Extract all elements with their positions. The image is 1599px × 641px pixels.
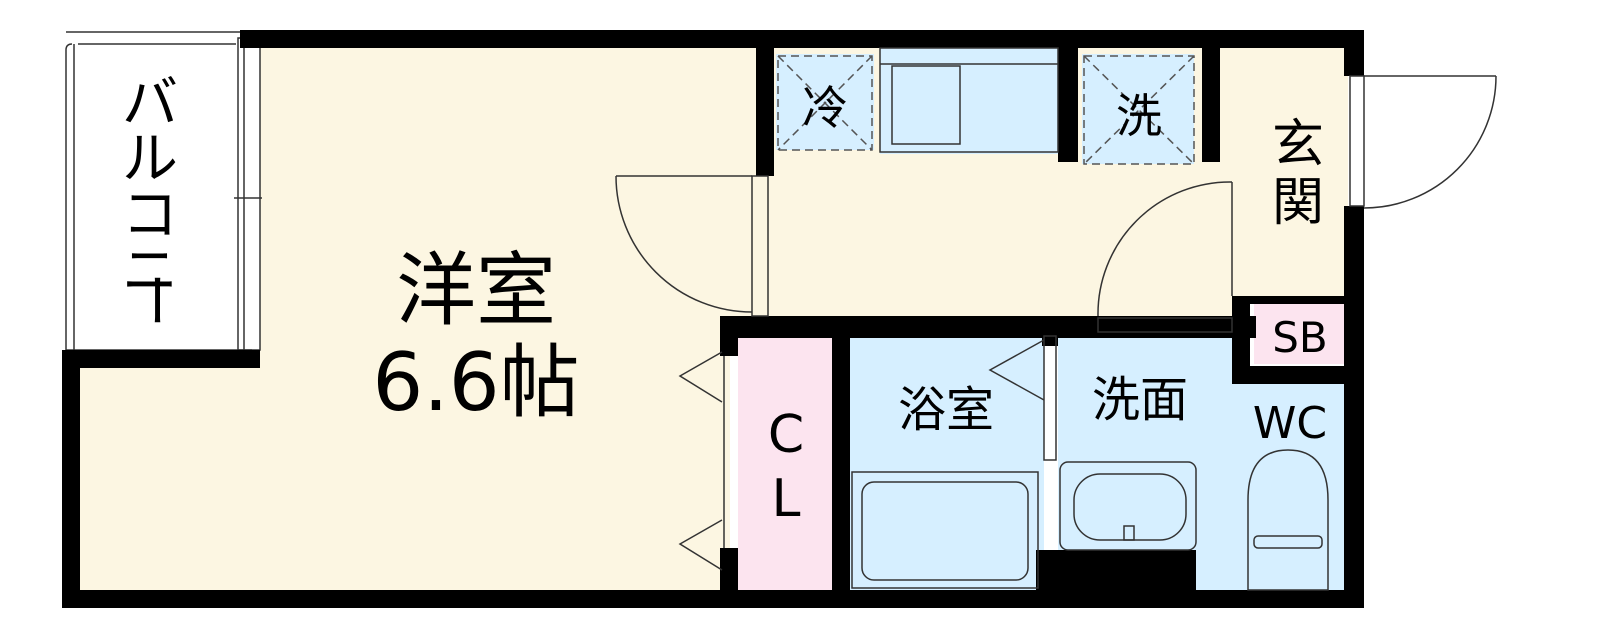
bathroom-label: 浴室 bbox=[898, 382, 994, 438]
entrance-floor bbox=[1248, 48, 1348, 298]
closet-glyph-2: L bbox=[772, 469, 801, 529]
western-room-size: 6.6帖 bbox=[372, 336, 579, 429]
entrance-glyph-2: 関 bbox=[1272, 173, 1324, 233]
toilet-bowl bbox=[1247, 449, 1329, 591]
washer-space-floor bbox=[1082, 54, 1194, 164]
shoe-box-label: SB bbox=[1272, 313, 1327, 362]
bathtub bbox=[851, 471, 1039, 589]
western-room-floor-lower bbox=[80, 355, 730, 592]
fridge-label: 冷 bbox=[802, 81, 848, 135]
balcony-glyph-3: コ bbox=[122, 183, 178, 248]
western-room-name: 洋室 bbox=[396, 244, 556, 337]
shoe-box-floor bbox=[1254, 302, 1346, 364]
western-room-label: 洋室 6.6帖 bbox=[372, 244, 579, 429]
toilet-label: WC bbox=[1253, 398, 1327, 449]
kitchen-sink bbox=[879, 47, 1059, 153]
balcony-label: バ ル コ ニ ー bbox=[122, 71, 187, 328]
toilet-floor bbox=[1246, 384, 1346, 592]
doors bbox=[615, 75, 1497, 571]
fridge-space bbox=[777, 55, 873, 151]
wash-basin bbox=[1059, 461, 1197, 551]
closet-floor bbox=[738, 338, 834, 592]
closet-glyph-1: C bbox=[768, 405, 804, 465]
balcony-glyph-1: バ bbox=[122, 71, 178, 136]
washroom-label: 洗面 bbox=[1092, 372, 1188, 428]
washer-label: 洗 bbox=[1116, 89, 1162, 143]
balcony-glyph-5: ー bbox=[122, 272, 187, 328]
closet-label: C L bbox=[768, 405, 804, 529]
balcony-glyph-2: ル bbox=[122, 127, 178, 192]
entrance-glyph-1: 玄 bbox=[1272, 115, 1324, 175]
bathroom-floor bbox=[850, 338, 1044, 592]
western-room-floor bbox=[260, 48, 770, 355]
balcony-glyph-4: ニ bbox=[122, 239, 178, 304]
entrance-label: 玄 関 bbox=[1272, 115, 1324, 233]
washer-space bbox=[1083, 55, 1195, 165]
